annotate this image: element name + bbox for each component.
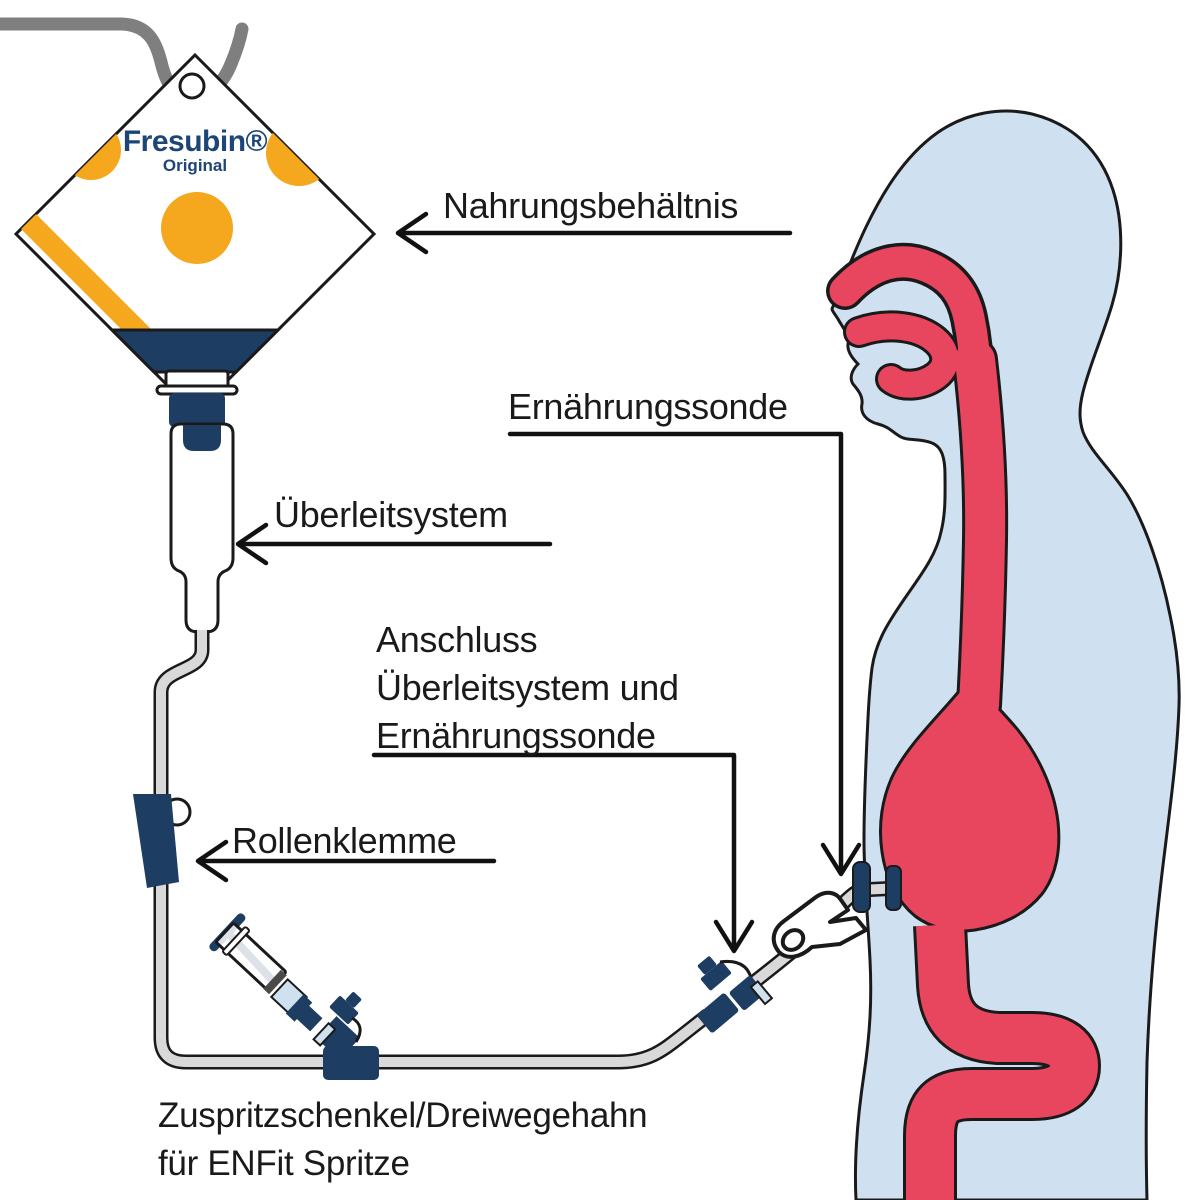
label-zuspritzschenkel-line1: Zuspritzschenkel/Dreiwegehahn — [158, 1096, 648, 1135]
bag-hang-hole — [178, 72, 206, 100]
valve-ring — [312, 1021, 337, 1047]
label-zuspritzschenkel: Zuspritzschenkel/Dreiwegehahn für ENFit … — [158, 1092, 648, 1188]
connector-cap[interactable] — [692, 952, 732, 991]
label-rollenklemme: Rollenklemme — [232, 820, 457, 861]
transfer-tube — [153, 630, 713, 1070]
tube-clamp[interactable] — [771, 890, 868, 959]
bag-brand-variant: Original — [162, 156, 228, 175]
label-anschluss-line3: Ernährungssonde — [376, 715, 656, 756]
bag-funnel — [108, 328, 282, 374]
three-way-valve[interactable] — [312, 987, 379, 1080]
enfit-syringe[interactable] — [208, 912, 323, 1032]
digestive-tract — [826, 242, 1102, 1200]
label-zuspritzschenkel-line2: für ENFit Spritze — [158, 1144, 410, 1183]
label-nahrungsbehaeltnis: Nahrungsbehältnis — [443, 185, 739, 226]
roller-clamp-body[interactable] — [133, 794, 179, 888]
bag-port — [169, 393, 225, 427]
arrow-anschluss — [371, 752, 755, 954]
syringe-flange — [222, 926, 250, 956]
feeding-bag — [13, 52, 377, 416]
roller-clamp[interactable] — [133, 794, 192, 888]
valve-cap[interactable] — [329, 987, 367, 1025]
connector-ring — [749, 979, 774, 1006]
syringe-tip — [295, 1004, 323, 1032]
valve-body[interactable] — [323, 1046, 379, 1080]
bag-collar-flange — [155, 384, 239, 396]
stomach — [879, 688, 1061, 933]
transfer-tube-connector[interactable] — [696, 992, 739, 1034]
label-anschluss-line2: Überleitsystem und — [376, 667, 679, 708]
arrow-rollenklemme — [195, 839, 497, 883]
label-anschluss-line1: Anschluss — [376, 619, 538, 660]
drip-chamber-assembly — [155, 369, 239, 634]
label-ueberleitsystem: Überleitsystem — [274, 494, 508, 535]
label-ernaehrungssonde: Ernährungssonde — [508, 386, 788, 427]
esophagus — [955, 340, 1006, 725]
syringe-piston — [263, 969, 287, 995]
peg-outer-flange — [852, 861, 871, 913]
tube-junction[interactable] — [692, 952, 774, 1034]
label-anschluss: Anschluss Überleitsystem und Ernährungss… — [376, 616, 679, 760]
peg-connector — [852, 861, 902, 913]
arrow-ueberleitsystem — [235, 522, 553, 566]
drip-spike — [183, 425, 221, 451]
annotation-arrows — [195, 211, 862, 954]
peg-inner-flange — [885, 865, 902, 911]
drip-chamber — [169, 422, 235, 634]
valve-cap-tether — [351, 1016, 362, 1043]
intestine — [906, 923, 1099, 1200]
transfer-tube-fill — [156, 630, 712, 1067]
bag-brand-name: Fresubin® — [122, 125, 268, 158]
syringe-collar — [285, 994, 313, 1022]
arrow-nahrungsbehaeltnis — [395, 211, 793, 255]
arrow-ernaehrungssonde — [507, 431, 862, 877]
mouth-passage — [846, 313, 959, 398]
